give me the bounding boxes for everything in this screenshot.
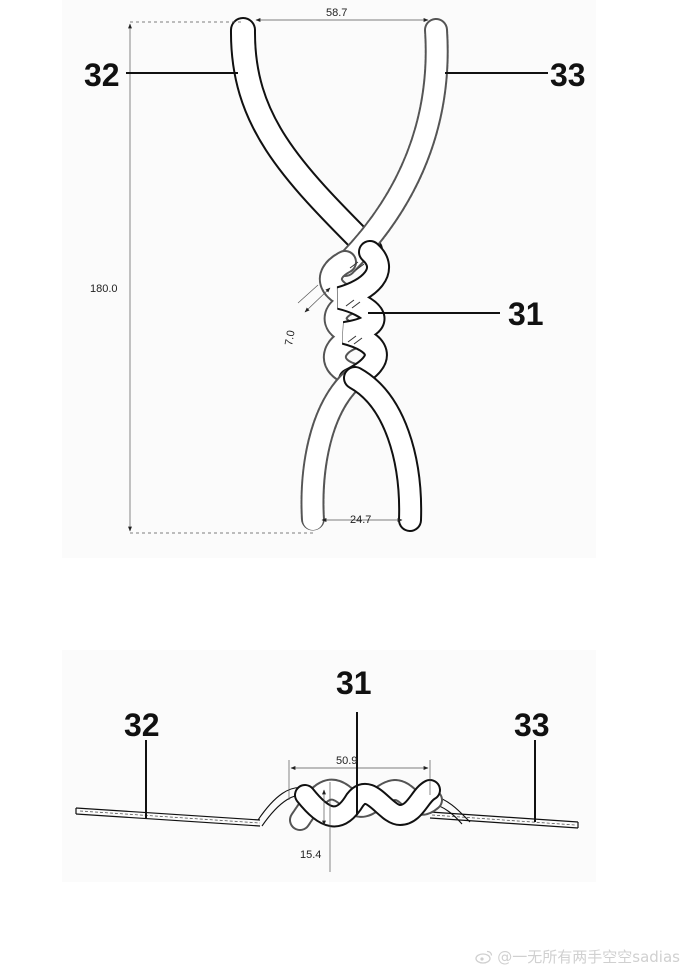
dim-bottom-width: 24.7 (350, 514, 371, 526)
side-callout-leaders (145, 712, 536, 822)
strand-33-upper (333, 18, 449, 277)
label-33-side: 33 (514, 707, 550, 743)
label-31-side: 31 (336, 665, 372, 701)
strand-32-lower (300, 368, 364, 532)
twist-section-31 (319, 240, 390, 392)
side-view-drawing (75, 778, 579, 831)
dim-twist-length: 50.9 (336, 755, 357, 767)
top-callout-leaders (126, 72, 548, 314)
strand-33-side (429, 811, 579, 829)
side-view-dimensions (288, 760, 431, 872)
dim-thickness: 15.4 (300, 849, 321, 861)
strand-32-upper (229, 17, 383, 263)
top-view-dimensions (128, 18, 429, 534)
dim-top-width: 58.7 (326, 7, 347, 19)
label-32-top: 32 (84, 57, 120, 93)
watermark: @一无所有两手空空sadias (475, 946, 680, 967)
dim-height: 180.0 (90, 283, 118, 295)
watermark-text: @一无所有两手空空sadias (497, 948, 680, 966)
strand-32-side (75, 807, 261, 827)
label-32-side: 32 (124, 707, 160, 743)
side-view-panel (62, 650, 596, 882)
label-31-top: 31 (508, 296, 544, 332)
strand-33-lower (343, 366, 423, 532)
weibo-icon (475, 950, 493, 964)
top-view-drawing (229, 17, 449, 532)
label-33-top: 33 (550, 57, 586, 93)
dim-pitch: 7.0 (283, 329, 297, 346)
twist-section-31-side (289, 778, 443, 831)
